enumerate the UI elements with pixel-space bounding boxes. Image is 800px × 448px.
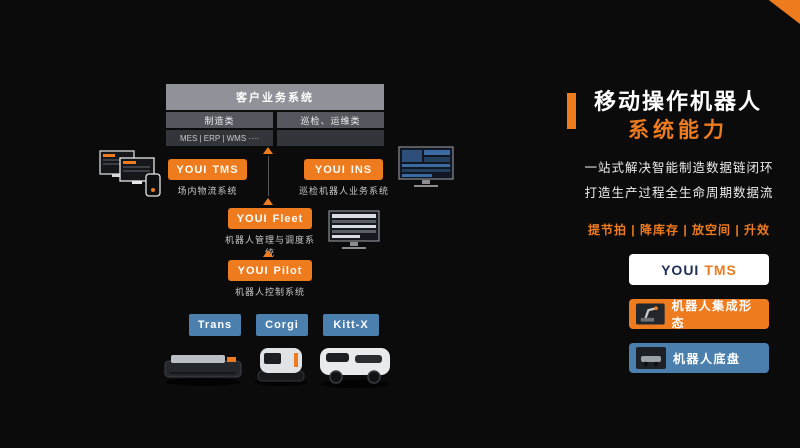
youi-pilot-product: Pilot	[273, 264, 303, 277]
robot-corgi-image	[254, 348, 308, 386]
manufacturing-group-title: 制造类	[166, 112, 273, 128]
inspection-group-title: 巡检、运维类	[277, 112, 384, 128]
youi-pilot-subtitle: 机器人控制系统	[234, 287, 305, 297]
youi-tms-product: TMS	[212, 163, 239, 176]
youi-ins-product: INS	[350, 163, 373, 176]
robot-chassis-thumbnail	[636, 347, 666, 369]
youi-pilot-brand: YOUI	[237, 264, 269, 277]
youi-tms-subtitle: 场内物流系统	[177, 186, 238, 196]
robot-trans-image	[164, 355, 242, 386]
youi-tms-badge: YOUI TMS	[168, 159, 247, 180]
corner-accent	[768, 0, 800, 24]
benefits-text: 提节拍 | 降库存 | 放空间 | 升效	[587, 223, 771, 237]
title-accent-bar	[567, 93, 576, 129]
card-robot-chassis: 机器人底盘	[629, 343, 769, 373]
manufacturing-group: 制造类 MES | ERP | WMS ····	[166, 112, 273, 146]
panel-title: 移动操作机器人 系统能力	[588, 88, 768, 146]
card-youi-tms: YOUI TMS	[629, 254, 769, 285]
connector-line	[268, 156, 269, 196]
panel-title-line2: 系统能力	[628, 119, 728, 142]
panel-description-line2: 打造生产过程全生命周期数据流	[584, 186, 774, 200]
robot-model-corgi: Corgi	[256, 314, 308, 336]
ins-dashboard-monitor-icon	[398, 146, 454, 187]
youi-ins-brand: YOUI	[314, 163, 346, 176]
panel-description: 一站式解决智能制造数据链闭环 打造生产过程全生命周期数据流	[584, 156, 774, 206]
robot-model-kittx: Kitt-X	[323, 314, 379, 336]
fleet-console-monitor-icon	[328, 210, 380, 249]
arrow-up-icon	[263, 250, 273, 257]
panel-title-line1: 移动操作机器人	[593, 89, 762, 114]
youi-fleet-brand: YOUI	[236, 212, 268, 225]
inspection-group-items	[277, 130, 384, 146]
panel-description-line1: 一站式解决智能制造数据链闭环	[584, 161, 774, 175]
robot-model-trans: Trans	[189, 314, 241, 336]
youi-tms-brand: YOUI	[176, 163, 208, 176]
youi-ins-subtitle: 巡检机器人业务系统	[298, 186, 389, 196]
arrow-up-icon	[263, 198, 273, 205]
robot-kittx-image	[320, 348, 390, 388]
card-tms-product: TMS	[704, 261, 737, 278]
card-integration-label: 机器人集成形态	[671, 299, 753, 330]
workstation-monitors-icon	[99, 150, 161, 197]
inspection-group: 巡检、运维类	[277, 112, 384, 146]
manufacturing-group-items: MES | ERP | WMS ····	[166, 130, 273, 146]
card-youi-brand: YOUI	[661, 261, 700, 278]
card-chassis-label: 机器人底盘	[673, 351, 741, 366]
youi-fleet-product: Fleet	[272, 212, 304, 225]
youi-fleet-badge: YOUI Fleet	[228, 208, 312, 229]
youi-pilot-badge: YOUI Pilot	[228, 260, 312, 281]
arrow-up-icon	[263, 147, 273, 154]
customer-system-header: 客户业务系统	[166, 84, 384, 110]
card-robot-integration: 机器人集成形态	[629, 299, 769, 330]
youi-ins-badge: YOUI INS	[304, 159, 383, 180]
robot-arm-thumbnail	[636, 303, 665, 325]
